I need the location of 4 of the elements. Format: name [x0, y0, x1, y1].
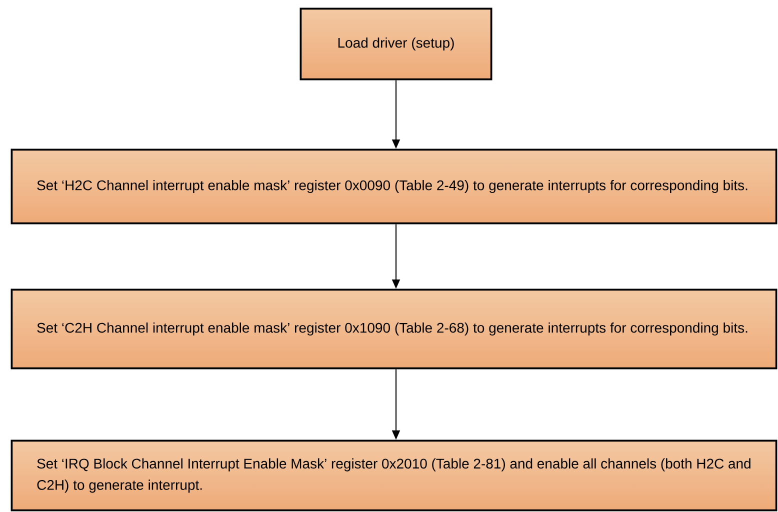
process-box: Set ‘IRQ Block Channel Interrupt Enable Mask’ register 0x2010 (Table 2-81) and enable all channels (both H2C and C2H) to generate interrupt.	[10, 440, 778, 512]
process-box: Set ‘H2C Channel interrupt enable mask’ register 0x0090 (Table 2-49) to generate interrupts for corresponding bits.	[10, 148, 778, 224]
process-box: Set ‘C2H Channel interrupt enable mask’ register 0x1090 (Table 2-68) to generate interrupts for corresponding bits.	[10, 288, 778, 370]
process-box: Load driver (setup)	[300, 8, 492, 80]
